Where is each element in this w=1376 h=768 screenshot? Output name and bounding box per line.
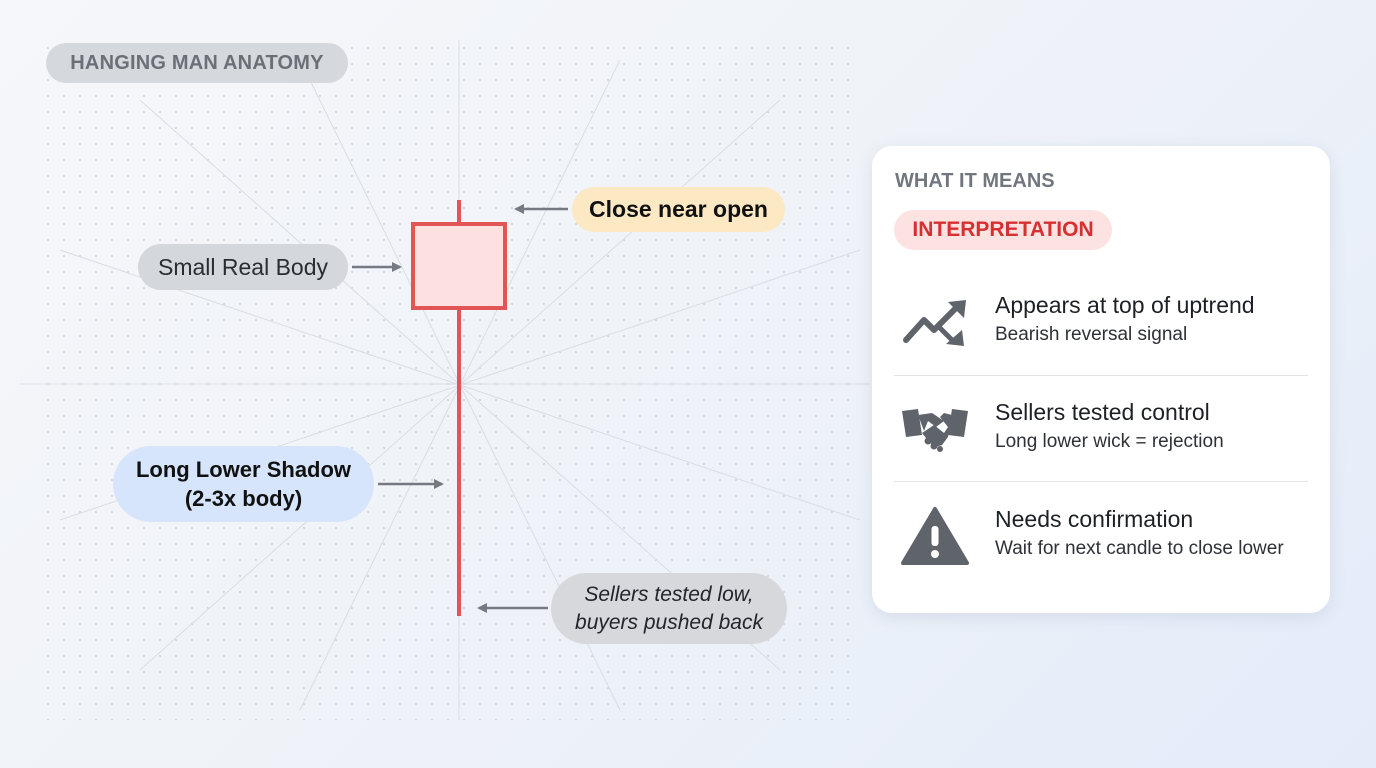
close-near-open-callout: Close near open (572, 187, 785, 232)
item-title: Sellers tested control (995, 399, 1210, 425)
confirmation-text: Needs confirmation Wait for next candle … (995, 506, 1284, 560)
panel-heading: WHAT IT MEANS (895, 170, 1055, 192)
small-real-body-callout: Small Real Body (138, 244, 348, 290)
sellers-text: Sellers tested control Long lower wick =… (995, 399, 1224, 453)
candle-real-body (411, 222, 507, 310)
shadow-callout-line2: (2-3x body) (184, 486, 303, 511)
item-title: Needs confirmation (995, 506, 1194, 532)
interpretation-badge: INTERPRETATION (894, 210, 1112, 250)
trend-reversal-icon (903, 300, 966, 346)
divider (894, 481, 1308, 482)
handshake-icon (902, 409, 968, 452)
uptrend-text: Appears at top of uptrend Bearish revers… (995, 292, 1255, 346)
sellers-tested-callout: Sellers tested low, buyers pushed back (551, 573, 787, 644)
sellers-callout-line1: Sellers tested low, (584, 582, 754, 606)
warning-icon (901, 507, 969, 565)
long-lower-shadow-callout: Long Lower Shadow (2-3x body) (113, 446, 374, 522)
divider (894, 375, 1308, 376)
diagram-title: HANGING MAN ANATOMY (46, 43, 348, 83)
sellers-callout-line2: buyers pushed back (575, 610, 763, 634)
shadow-callout-line1: Long Lower Shadow (135, 457, 352, 482)
meaning-panel: WHAT IT MEANS INTERPRETATION Appears at … (872, 146, 1330, 613)
item-title: Appears at top of uptrend (995, 292, 1255, 318)
item-subtitle: Wait for next candle to close lower (995, 538, 1284, 559)
item-subtitle: Bearish reversal signal (995, 324, 1188, 345)
item-subtitle: Long lower wick = rejection (995, 431, 1224, 452)
